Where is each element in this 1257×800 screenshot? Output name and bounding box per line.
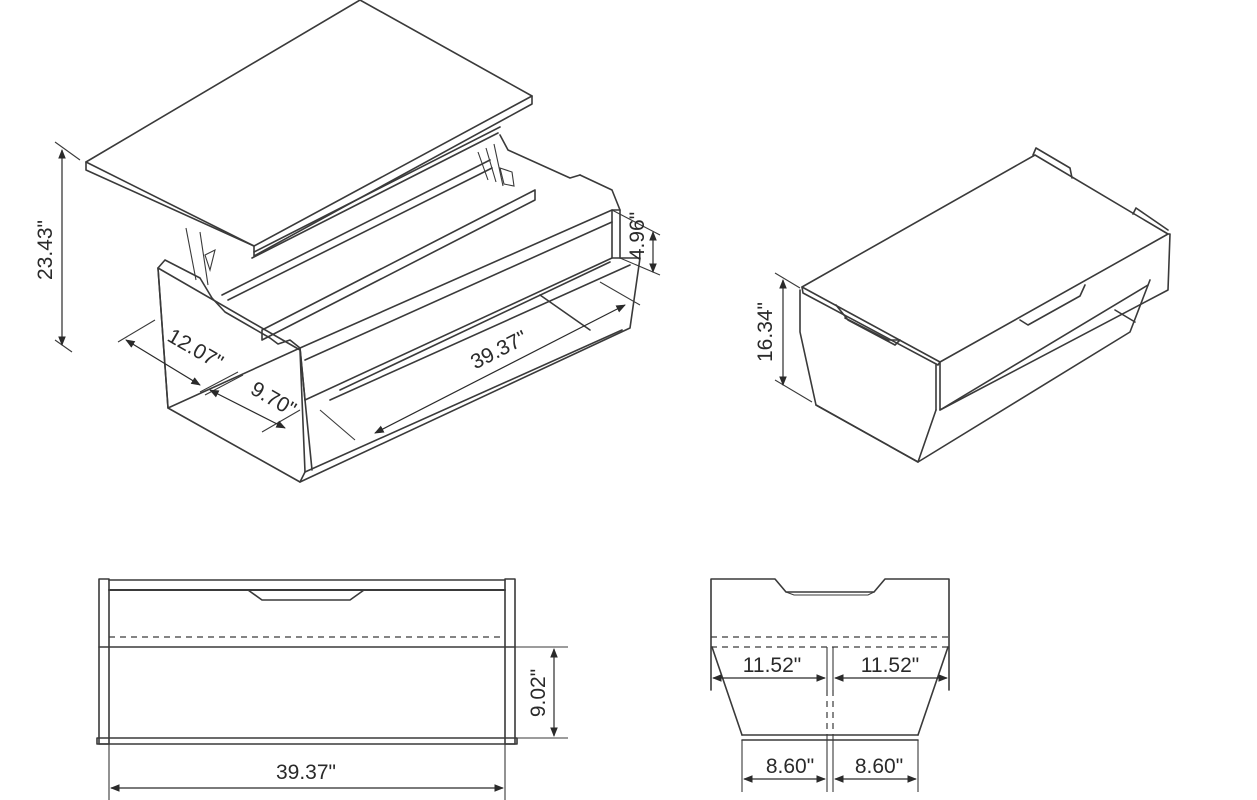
- label-side-top-right: 11.52": [861, 654, 919, 677]
- dim-side-bottom: 8.60" 8.60": [743, 755, 917, 783]
- closed-isometric-view: 16.34": [754, 147, 1171, 463]
- lift-mechanism-left: [185, 227, 216, 286]
- dim-shelf-height: 9.02": [515, 646, 568, 739]
- front-elevation-view: 9.02" 39.37": [96, 578, 568, 800]
- label-depth-back: 9.70": [247, 377, 300, 421]
- dim-height-closed: 16.34": [754, 272, 813, 403]
- dim-compartment-height: 4.96": [611, 209, 661, 276]
- dim-side-top: 11.52" 11.52": [712, 654, 948, 682]
- label-shelf-height: 9.02": [527, 669, 550, 717]
- dim-width-front: 39.37": [108, 744, 506, 800]
- lift-top-panel: [85, 0, 533, 259]
- label-side-bottom-left: 8.60": [766, 755, 814, 778]
- dim-height-open: 23.43": [34, 141, 81, 353]
- open-isometric-view: 23.43" 4.96" 12.07" 9.70" 39.37": [34, 0, 661, 483]
- label-compartment-height: 4.96": [626, 212, 649, 260]
- label-height-open: 23.43": [34, 220, 57, 280]
- label-side-bottom-right: 8.60": [855, 755, 903, 778]
- side-elevation-view: 11.52" 11.52" 8.60" 8.60": [710, 578, 950, 792]
- label-height-closed: 16.34": [754, 302, 777, 362]
- lift-mechanism-right: [477, 143, 515, 187]
- label-side-top-left: 11.52": [743, 654, 801, 677]
- label-width-front: 39.37": [276, 761, 336, 784]
